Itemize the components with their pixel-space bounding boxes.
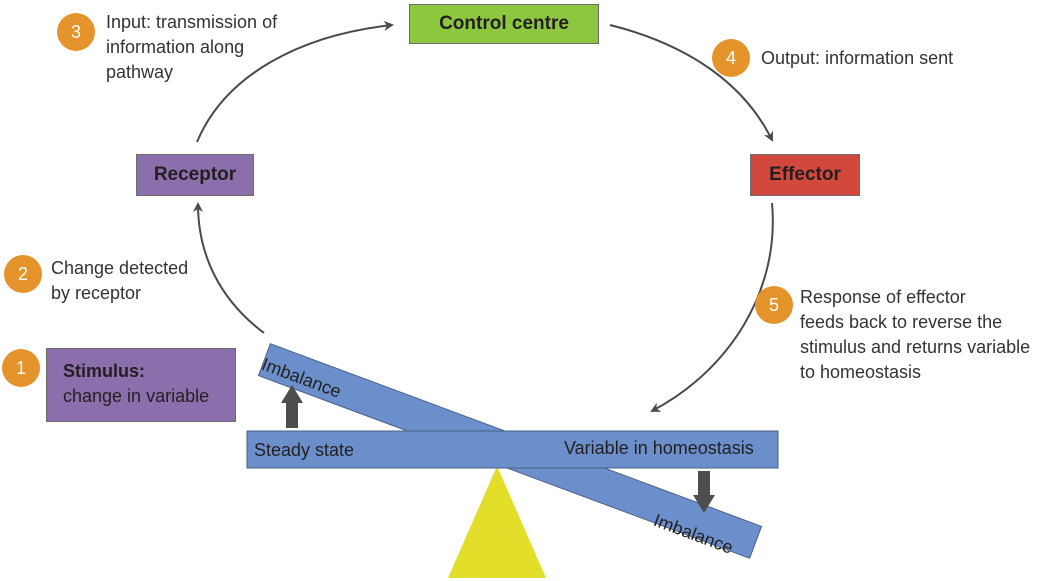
step-2-text: Change detected by receptor — [51, 258, 189, 303]
steady-beam — [246, 430, 779, 469]
step-1-badge: 1 — [2, 349, 40, 387]
arrow-effector-to-balance — [650, 202, 774, 412]
step-4-badge: 4 — [712, 39, 750, 77]
step-3-text: Input: transmission of information along… — [106, 12, 278, 82]
fulcrum-triangle — [448, 466, 546, 578]
effector-box: Effector — [750, 154, 860, 196]
arrow-control-to-effector — [609, 24, 773, 142]
control-centre-box: Control centre — [409, 4, 599, 44]
arrow-receptor-to-control — [196, 20, 394, 143]
step-5-text: Response of effector feeds back to rever… — [800, 287, 1031, 382]
down-arrow-icon — [693, 471, 715, 513]
step-2-badge: 2 — [4, 255, 42, 293]
step-5-badge: 5 — [755, 286, 793, 324]
step-4-text: Output: information sent — [761, 48, 954, 68]
steady-state-label: Steady state — [254, 440, 355, 460]
up-arrow-icon — [281, 385, 303, 428]
arrow-balance-to-receptor — [193, 202, 265, 334]
stimulus-box: Stimulus: change in variable — [46, 348, 236, 422]
variable-label: Variable in homeostasis — [564, 438, 754, 458]
stimulus-subtitle: change in variable — [63, 386, 210, 406]
stimulus-title: Stimulus: — [63, 361, 146, 381]
step-3-badge: 3 — [57, 13, 95, 51]
receptor-box: Receptor — [136, 154, 254, 196]
